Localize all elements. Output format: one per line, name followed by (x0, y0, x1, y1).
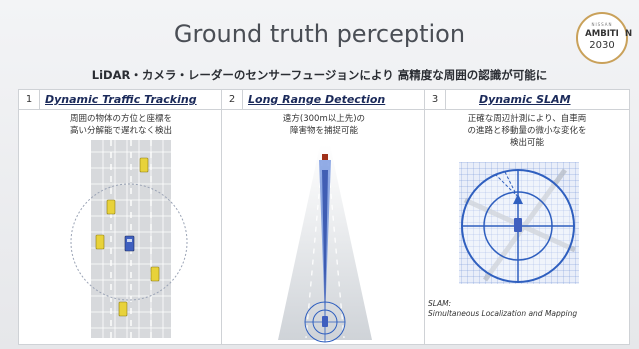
panel-dynamic-slam: 3 Dynamic SLAM 正確な周辺計測により、自車両 の進路と移動量の微小… (424, 89, 630, 345)
logo-line2: 2030 (589, 40, 615, 51)
panel-header: 1 Dynamic Traffic Tracking (19, 90, 223, 110)
slam-note: SLAM: Simultaneous Localization and Mapp… (428, 299, 577, 319)
page-subtitle: LiDAR・カメラ・レーダーのセンサーフュージョンにより 高精度な周囲の認識が可… (91, 68, 548, 82)
panel-number: 1 (19, 90, 40, 109)
panel-description: 正確な周辺計測により、自車両 の進路と移動量の微小な変化を 検出可能 (425, 113, 629, 149)
panel-description-line: 遠方(300m以上先)の (282, 114, 366, 124)
panel-description-line: 周囲の物体の方位と座標を (69, 114, 172, 124)
logo-line1-tail: N (625, 29, 633, 39)
panel-description: 周囲の物体の方位と座標を 高い分解能で遅れなく検出 (19, 113, 223, 137)
logo-line1: AMBITI (585, 29, 619, 39)
panel-description-line: 検出可能 (509, 138, 544, 148)
panel-description-line: 高い分解能で遅れなく検出 (69, 126, 172, 136)
panel-description-line: 正確な周辺計測により、自車両 (467, 114, 587, 124)
panel-header: 3 Dynamic SLAM (425, 90, 629, 110)
logo-brand: NISSAN (591, 22, 613, 27)
panel-dynamic-traffic-tracking: 1 Dynamic Traffic Tracking 周囲の物体の方位と座標を … (18, 89, 224, 345)
page-title: Ground truth perception (173, 20, 466, 48)
slam-illustration (459, 162, 579, 284)
panel-title: Long Range Detection (248, 93, 386, 106)
panel-number: 3 (425, 90, 446, 109)
long-range-illustration (278, 145, 372, 343)
ambition-2030-logo: NISSAN AMBITI 2030 N (576, 12, 632, 64)
slam-note-line: SLAM: (428, 299, 452, 308)
panel-description: 遠方(300m以上先)の 障害物を捕捉可能 (222, 113, 426, 137)
panel-header: 2 Long Range Detection (222, 90, 426, 110)
slam-note-line: Simultaneous Localization and Mapping (428, 309, 578, 318)
traffic-tracking-illustration (70, 140, 188, 338)
panel-number: 2 (222, 90, 243, 109)
panel-description-line: の進路と移動量の微小な変化を (467, 126, 587, 136)
panel-long-range-detection: 2 Long Range Detection 遠方(300m以上先)の 障害物を… (221, 89, 427, 345)
panel-title: Dynamic SLAM (479, 93, 571, 106)
panel-description-line: 障害物を捕捉可能 (289, 126, 358, 136)
panel-title: Dynamic Traffic Tracking (45, 93, 197, 106)
